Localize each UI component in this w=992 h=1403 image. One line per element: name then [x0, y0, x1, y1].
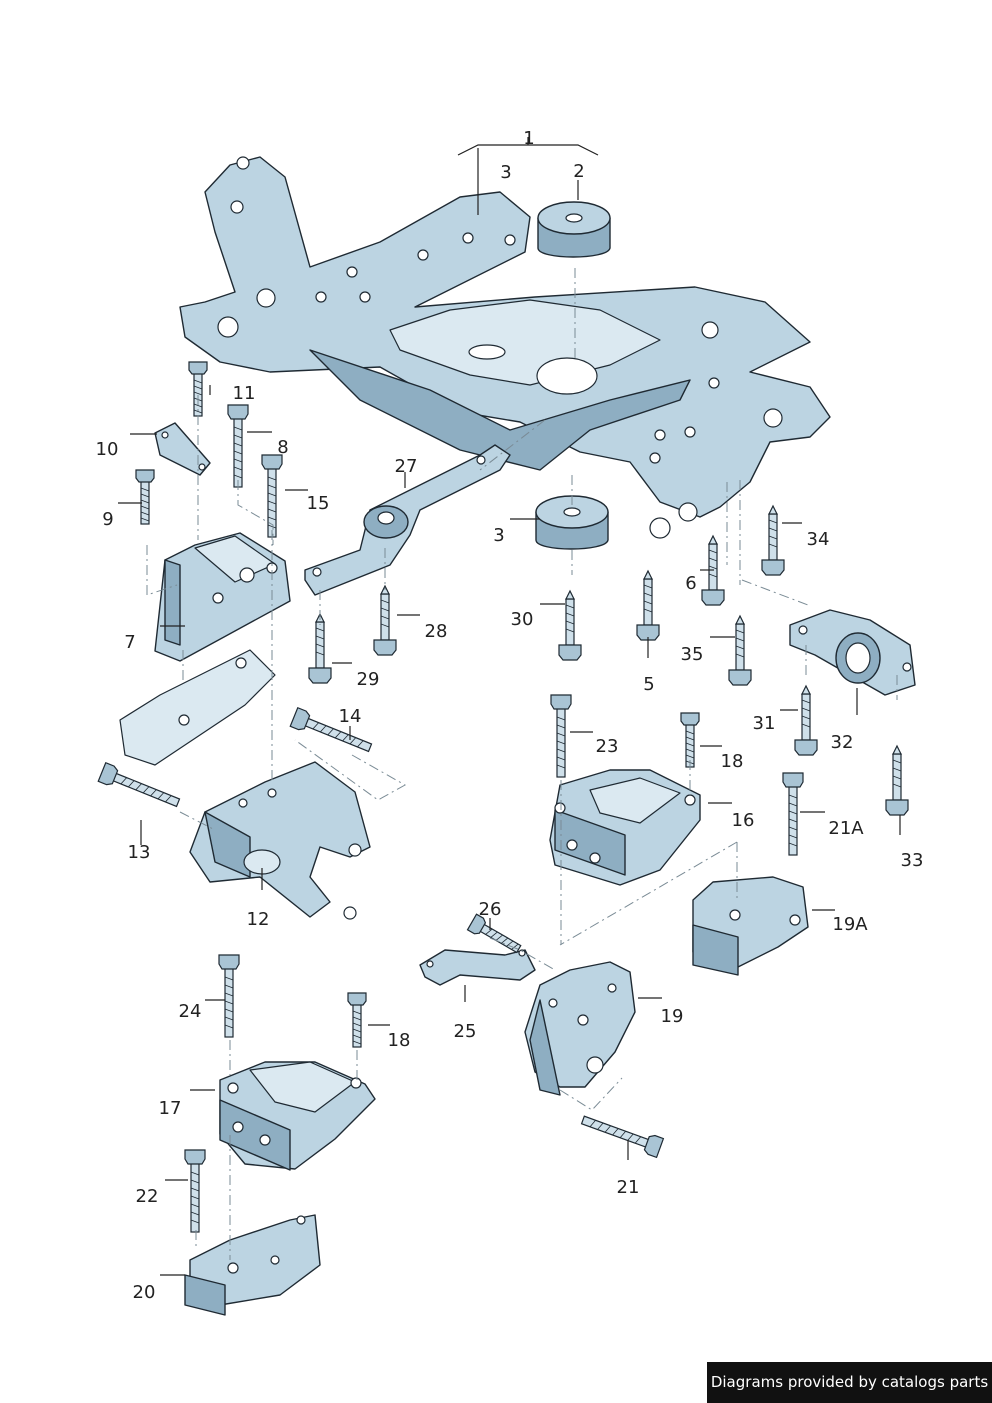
bushing-bracket-part-32	[789, 609, 916, 696]
label-9: 9	[102, 509, 113, 530]
label-25: 25	[454, 1021, 477, 1042]
label-24: 24	[179, 1001, 202, 1022]
leader-lines	[118, 137, 901, 1276]
bolt-part-21	[578, 1109, 665, 1158]
label-7: 7	[124, 632, 135, 653]
label-31: 31	[753, 713, 776, 734]
label-18-lower: 18	[388, 1030, 411, 1051]
transmission-mount-part-17	[219, 1061, 376, 1171]
bolt-part-35	[728, 615, 752, 686]
bolt-part-31	[794, 685, 818, 756]
bracket-part-19a	[692, 876, 809, 976]
label-10: 10	[96, 439, 119, 460]
part-labels: 1 2 3 3 5 6 7 8 9 10 11 12 13 14 15 16 1…	[96, 128, 924, 1303]
bolt-part-30	[558, 590, 582, 661]
label-35: 35	[681, 644, 704, 665]
label-6: 6	[685, 573, 696, 594]
engine-mount-part-7	[154, 532, 291, 662]
label-30: 30	[511, 609, 534, 630]
bushing-part-3	[535, 495, 609, 550]
label-19: 19	[661, 1006, 684, 1027]
label-34: 34	[807, 529, 830, 550]
alignment-lines	[146, 268, 898, 1260]
label-17: 17	[159, 1098, 182, 1119]
label-20: 20	[133, 1282, 156, 1303]
bushing-part-2	[537, 201, 611, 258]
label-1: 1	[523, 128, 534, 149]
label-12: 12	[247, 909, 270, 930]
bracket-part-25	[419, 949, 536, 986]
bolt-part-9	[135, 469, 155, 525]
bracket-part-12	[189, 761, 371, 920]
bracket-part-20	[184, 1214, 321, 1316]
bolt-part-11	[188, 361, 208, 417]
bolt-part-8	[227, 404, 249, 488]
label-5: 5	[643, 674, 654, 695]
bolt-part-28	[373, 585, 397, 656]
label-21: 21	[617, 1177, 640, 1198]
label-27: 27	[395, 456, 418, 477]
bolt-part-18-upper	[680, 712, 700, 768]
label-29: 29	[357, 669, 380, 690]
bolt-part-26	[466, 913, 524, 958]
transmission-mount-part-16	[549, 769, 701, 886]
label-23: 23	[596, 736, 619, 757]
label-3-upper: 3	[500, 162, 511, 183]
footer-credit: Diagrams provided by catalogs parts	[707, 1362, 992, 1403]
label-21a: 21A	[828, 818, 864, 839]
bolt-part-5	[636, 570, 660, 641]
bracket-under-part-7	[119, 649, 276, 766]
label-22: 22	[136, 1186, 159, 1207]
bolt-part-23	[550, 694, 572, 778]
label-11: 11	[233, 383, 256, 404]
label-8: 8	[277, 437, 288, 458]
pendulum-support-part-27	[304, 444, 511, 596]
label-33: 33	[901, 850, 924, 871]
bolt-part-18-lower	[347, 992, 367, 1048]
bolt-part-33	[885, 745, 909, 816]
label-26: 26	[479, 899, 502, 920]
bracket-part-19	[524, 961, 636, 1096]
subframe	[179, 156, 831, 539]
bolt-part-13	[97, 762, 183, 813]
bolt-part-34	[761, 505, 785, 576]
bracket-part-10	[154, 422, 211, 476]
bolt-part-21a	[782, 772, 804, 856]
label-16: 16	[732, 810, 755, 831]
label-19a: 19A	[832, 914, 868, 935]
label-13: 13	[128, 842, 151, 863]
label-28: 28	[425, 621, 448, 642]
label-14: 14	[339, 706, 362, 727]
label-2: 2	[573, 161, 584, 182]
bolt-part-24	[218, 954, 240, 1038]
label-15: 15	[307, 493, 330, 514]
label-18-upper: 18	[721, 751, 744, 772]
label-3-lower: 3	[493, 525, 504, 546]
bolt-part-22	[184, 1149, 206, 1233]
label-32: 32	[831, 732, 854, 753]
